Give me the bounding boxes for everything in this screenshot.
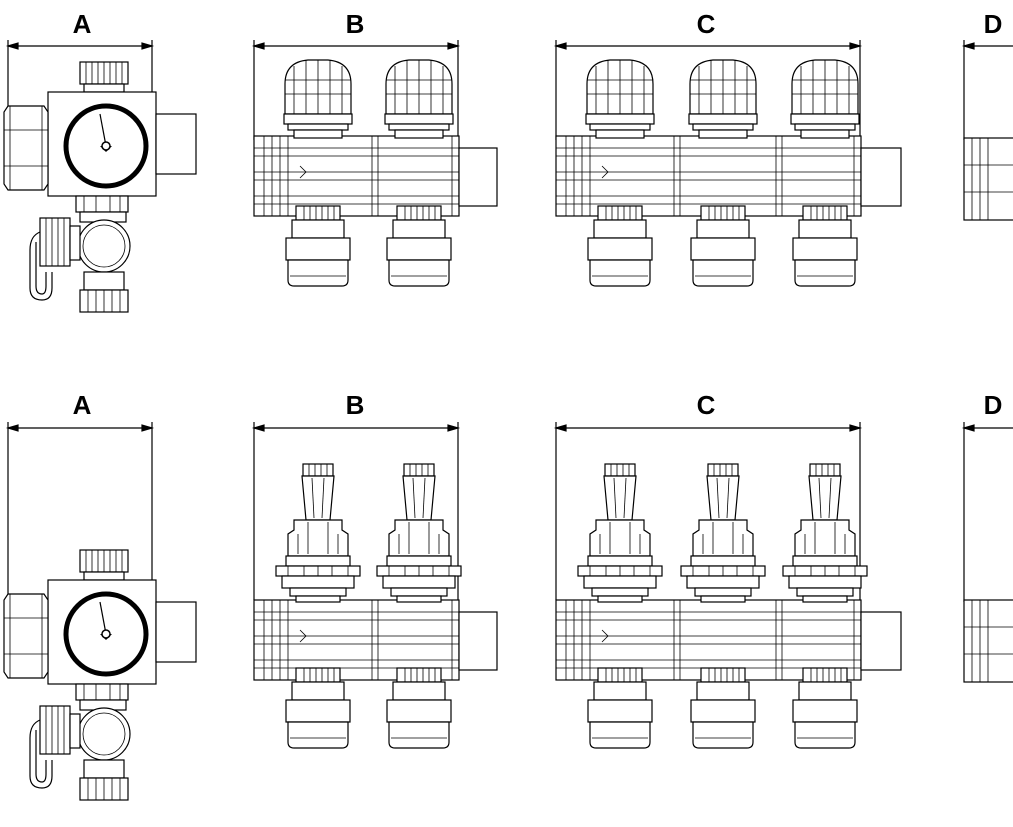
outlet-connector bbox=[792, 205, 858, 287]
dimension-line-a bbox=[5, 422, 155, 600]
dimension-line-d bbox=[961, 422, 1013, 602]
outlet-connector bbox=[587, 205, 653, 287]
dimension-label-d: D bbox=[984, 9, 1003, 39]
module-d: D bbox=[961, 9, 1013, 221]
row-1-cap-valves: A B bbox=[4, 9, 1013, 312]
outlet-connector bbox=[386, 667, 452, 749]
outlet-connector bbox=[386, 205, 452, 287]
actuator-valve bbox=[275, 463, 361, 603]
outlet-connector bbox=[792, 667, 858, 749]
cap-valve bbox=[384, 59, 454, 139]
dimension-line-c bbox=[553, 40, 863, 140]
outlet-connector bbox=[285, 667, 351, 749]
manifold-bar-b bbox=[253, 599, 498, 681]
module-c: C bbox=[553, 390, 902, 749]
dimension-label-b: B bbox=[346, 9, 365, 39]
manifold-bar-c bbox=[555, 135, 902, 217]
dimension-line-d bbox=[961, 40, 1013, 140]
manifold-bar-b bbox=[253, 135, 498, 217]
actuator-valve bbox=[376, 463, 462, 603]
module-d: D bbox=[961, 390, 1013, 683]
outlet-connector bbox=[587, 667, 653, 749]
cap-valve bbox=[585, 59, 655, 139]
cap-valve bbox=[283, 59, 353, 139]
cap-valve bbox=[688, 59, 758, 139]
end-plug-d bbox=[963, 599, 1013, 683]
module-b: B bbox=[251, 390, 498, 749]
dimension-label-c: C bbox=[697, 9, 716, 39]
dimension-label-a: A bbox=[73, 9, 92, 39]
cap-valve bbox=[790, 59, 860, 139]
dimension-label-c: C bbox=[697, 390, 716, 420]
end-fitting-a bbox=[4, 62, 196, 312]
dimension-label-a: A bbox=[73, 390, 92, 420]
end-fitting-a bbox=[4, 550, 196, 800]
outlet-connector bbox=[690, 667, 756, 749]
row-2-actuator-valves: A B bbox=[4, 390, 1013, 800]
actuator-valve bbox=[680, 463, 766, 603]
dimension-label-b: B bbox=[346, 390, 365, 420]
end-plug-d bbox=[963, 137, 1013, 221]
dimension-line-b bbox=[251, 40, 461, 140]
actuator-valve bbox=[782, 463, 868, 603]
module-a: A bbox=[4, 9, 196, 312]
module-a: A bbox=[4, 390, 196, 800]
outlet-connector bbox=[690, 205, 756, 287]
actuator-valve bbox=[577, 463, 663, 603]
dimension-label-d: D bbox=[984, 390, 1003, 420]
module-b: B bbox=[251, 9, 498, 287]
outlet-connector bbox=[285, 205, 351, 287]
module-c: C bbox=[553, 9, 902, 287]
